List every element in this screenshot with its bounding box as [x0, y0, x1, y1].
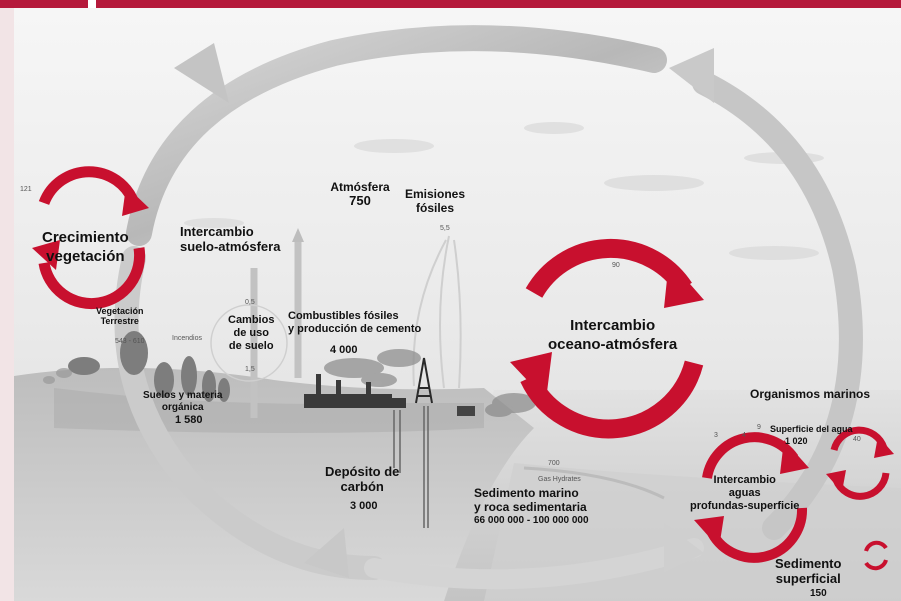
flux-arrows	[250, 238, 302, 418]
value-gas-hydrates: 700	[548, 460, 560, 467]
label-sedimento-superficial: Sedimento superficial	[775, 556, 842, 586]
label-crecimiento-vegetacion: Crecimiento vegetación	[42, 229, 129, 265]
red-cycle-arrows	[38, 166, 890, 571]
ring-arrowhead-top	[174, 43, 229, 103]
red-arrowheads	[32, 186, 894, 548]
value-vegetacion: 543 - 610	[115, 338, 145, 345]
label-intercambio-oceano: Intercambio oceano-atmósfera	[548, 317, 678, 353]
label-sedimento-marino: Sedimento marino y roca sedimentaria	[474, 486, 587, 514]
value-deposito: 3 000	[350, 500, 378, 512]
label-combustibles-fosiles: Combustibles fósiles y producción de cem…	[288, 310, 422, 335]
clouds	[184, 122, 824, 260]
label-emisiones-fosiles: Emisiones fósiles	[405, 187, 466, 215]
value-emisiones: 5,5	[440, 225, 450, 232]
ring-right	[692, 71, 863, 540]
label-superficie-agua: Superficie del agua	[770, 424, 853, 434]
oil-rig-icon	[415, 357, 433, 404]
label-intercambio-suelo: Intercambio suelo-atmósfera	[180, 224, 281, 254]
label-suelos-materia: Suelos y materia orgánica	[143, 390, 223, 413]
value-superficie-agua: 1 020	[785, 436, 808, 446]
label-organismos-marinos: Organismos marinos	[750, 387, 871, 401]
value-flux-40: 40	[853, 436, 861, 443]
top-bar-right	[96, 0, 901, 8]
top-bar-left	[0, 0, 88, 8]
label-incendios: Incendios	[172, 335, 202, 342]
value-flux-9: 9	[757, 424, 761, 431]
value-vegetation-flux: 121	[20, 186, 32, 193]
label-atmosfera: Atmósfera	[330, 180, 390, 194]
value-flux-3: 3	[714, 432, 718, 439]
value-cambios-2: 1,5	[245, 366, 255, 373]
trees	[68, 331, 230, 402]
value-oceano-flux: 90	[612, 262, 620, 269]
label-cambios-uso-suelo: Cambios de uso de suelo	[228, 314, 275, 352]
ring-top	[126, 25, 667, 246]
factory-icon	[304, 374, 406, 408]
value-cambios-1: 0,5	[245, 299, 255, 306]
value-sedimento-marino: 66 000 000 - 100 000 000	[474, 515, 589, 526]
label-deposito-carbon: Depósito de carbón	[325, 464, 400, 494]
diagram-illustration	[14, 8, 901, 601]
truck-icon	[457, 406, 475, 416]
value-combustibles: 4 000	[330, 344, 358, 356]
land-use-circle	[210, 304, 288, 382]
label-intercambio-aguas: Intercambio aguas profundas-superficie	[690, 474, 800, 512]
label-vegetacion-terrestre: Vegetación Terrestre	[96, 306, 144, 326]
value-suelos: 1 580	[175, 414, 203, 426]
value-sedimento-superficial: 150	[810, 588, 827, 599]
label-gas-hydrates: Gas Hydrates	[538, 476, 581, 483]
left-sidebar-strip	[0, 8, 14, 601]
value-atmosfera: 750	[349, 193, 371, 208]
ring-bottom	[364, 538, 704, 590]
value-flux-4: 4	[742, 432, 746, 439]
